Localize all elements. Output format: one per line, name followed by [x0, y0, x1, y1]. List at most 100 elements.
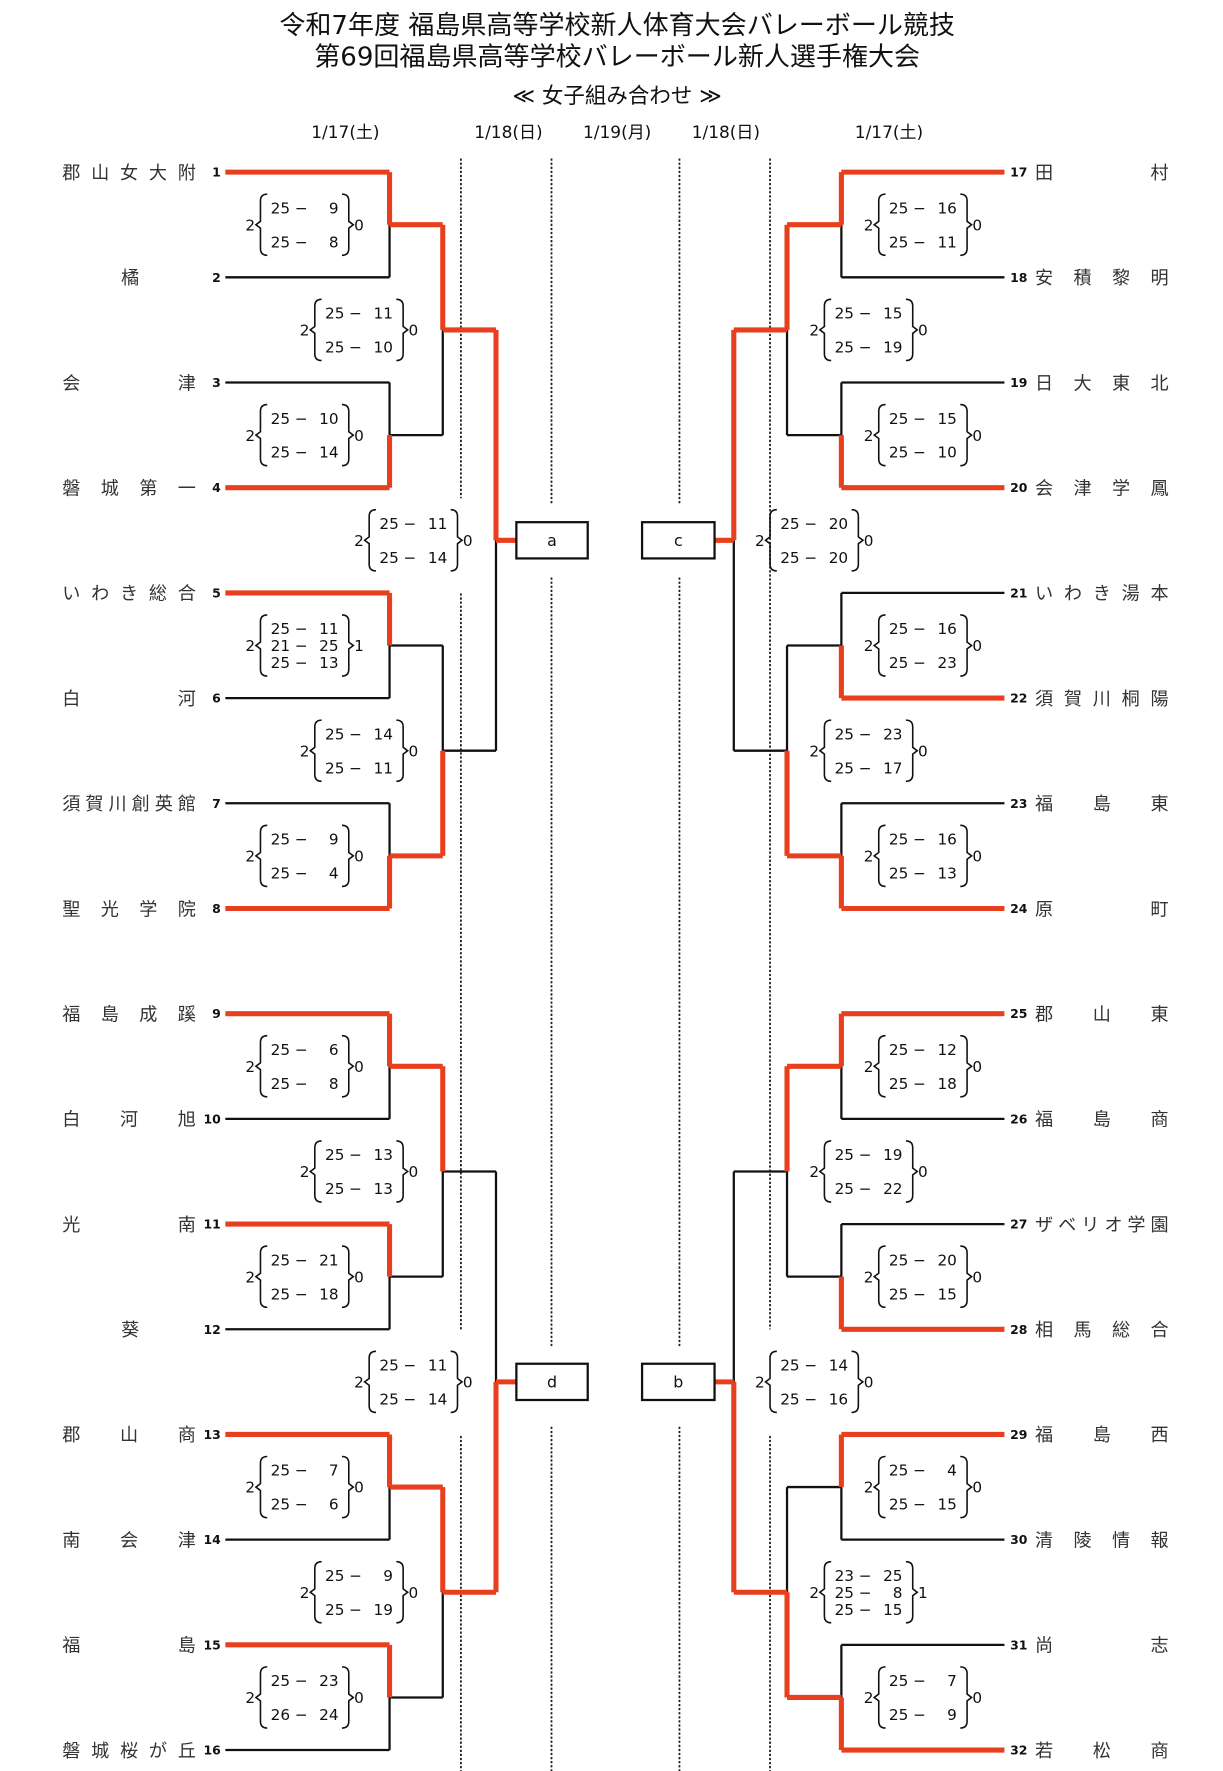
- set-score-dash: −: [913, 1251, 926, 1269]
- set-score-home: 25: [271, 620, 290, 638]
- team-name: 原町: [1035, 899, 1169, 920]
- team-name: 会津学鳳: [1035, 478, 1169, 499]
- set-score-home: 25: [889, 620, 908, 638]
- set-score-home: 25: [889, 1285, 908, 1303]
- right-brace: [396, 1560, 409, 1624]
- left-brace: [872, 193, 886, 257]
- set-score-away: 17: [883, 759, 902, 777]
- set-score-away: 9: [329, 831, 339, 849]
- semifinal-slot-b: [640, 1362, 716, 1402]
- set-score-home: 25: [835, 305, 854, 323]
- set-score-home: 25: [325, 305, 344, 323]
- team-seed: 7: [212, 796, 221, 811]
- set-score-dash: −: [859, 305, 872, 323]
- sets-won: 2: [755, 1374, 765, 1392]
- set-score-dash: −: [913, 831, 926, 849]
- left-brace: [254, 614, 268, 677]
- set-score-dash: −: [913, 199, 926, 217]
- right-brace: [341, 403, 355, 467]
- set-score-away: 10: [374, 339, 393, 357]
- set-score-home: 25: [835, 1146, 854, 1164]
- right-brace: [960, 1666, 973, 1729]
- set-score-dash: −: [913, 1672, 926, 1690]
- team-seed: 11: [204, 1217, 221, 1232]
- left-brace: [818, 719, 832, 783]
- sets-lost: 0: [408, 1584, 418, 1602]
- set-score-home: 25: [835, 725, 854, 743]
- sets-won: 2: [864, 1689, 874, 1707]
- left-brace: [872, 1034, 886, 1098]
- set-score-dash: −: [295, 1285, 308, 1303]
- team-name: いわき湯本: [1035, 584, 1169, 605]
- sets-lost: 0: [972, 848, 982, 866]
- sets-won: 2: [809, 322, 819, 340]
- sets-lost: 0: [463, 532, 473, 550]
- sets-won: 2: [245, 1268, 255, 1286]
- sets-lost: 1: [918, 1584, 928, 1602]
- sets-lost: 0: [918, 742, 928, 760]
- set-score-home: 25: [889, 1496, 908, 1514]
- date-left-round3: 1/18(日): [474, 123, 542, 143]
- set-score-home: 25: [889, 654, 908, 672]
- sets-won: 2: [354, 1374, 364, 1392]
- sets-won: 2: [245, 427, 255, 445]
- sets-lost: 0: [354, 1058, 364, 1076]
- semifinal-slot-c: [640, 521, 716, 560]
- set-score-away: 11: [374, 305, 393, 323]
- sets-won: 2: [300, 1584, 310, 1602]
- sets-won: 2: [755, 532, 765, 550]
- bracket-subtitle: ≪ 女子組み合わせ ≫: [513, 84, 722, 109]
- sets-won: 2: [809, 1584, 819, 1602]
- right-brace: [851, 508, 865, 572]
- team-name: 南会津: [62, 1530, 196, 1551]
- set-score-dash: −: [859, 759, 872, 777]
- sets-lost: 0: [408, 322, 418, 340]
- team-seed: 30: [1010, 1532, 1028, 1547]
- team-name: 須賀川桐陽: [1035, 689, 1169, 710]
- set-score-home: 25: [780, 1391, 799, 1409]
- set-score-dash: −: [349, 1146, 362, 1164]
- set-score-home: 25: [889, 1041, 908, 1059]
- set-score-dash: −: [295, 233, 308, 251]
- bracket-lines: [225, 224, 1005, 1752]
- set-score-away: 14: [428, 1391, 447, 1409]
- team-name: いわき総合: [62, 584, 196, 605]
- team-name: 会津: [62, 373, 196, 394]
- set-score-away: 21: [319, 1251, 338, 1269]
- set-score-home: 25: [325, 339, 344, 357]
- set-score-home: 25: [889, 444, 908, 462]
- sets-won: 2: [864, 637, 874, 655]
- set-score-home: 25: [325, 1567, 344, 1585]
- set-score-home: 25: [325, 1180, 344, 1198]
- right-brace: [341, 193, 355, 257]
- set-score-away: 23: [883, 725, 902, 743]
- right-brace: [341, 1034, 355, 1098]
- set-score-away: 10: [937, 444, 956, 462]
- left-brace: [872, 1666, 886, 1729]
- right-brace: [960, 1034, 973, 1098]
- set-score-away: 15: [883, 305, 902, 323]
- set-score-away: 6: [329, 1041, 339, 1059]
- sets-lost: 0: [463, 1374, 473, 1392]
- right-brace: [341, 824, 355, 888]
- date-right-round1: 1/17(土): [855, 123, 923, 143]
- sets-lost: 0: [918, 322, 928, 340]
- team-seed: 9: [212, 1006, 221, 1021]
